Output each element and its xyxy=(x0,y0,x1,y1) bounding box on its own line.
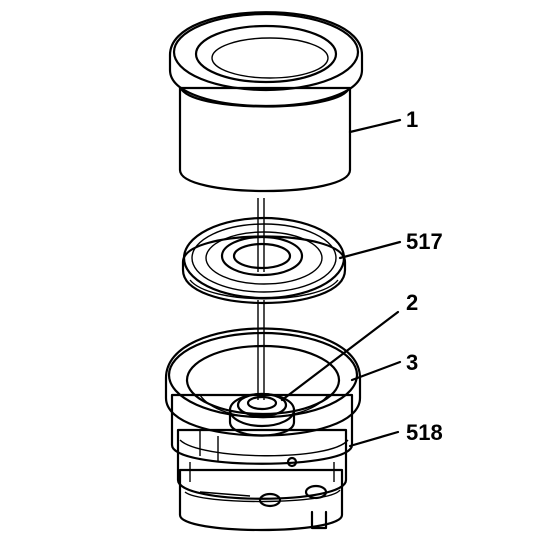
callout-cap-label: 1 xyxy=(406,107,418,132)
callout-seal-label: 517 xyxy=(406,229,443,254)
leader-lines xyxy=(280,118,402,448)
housing-part xyxy=(164,327,362,532)
seal-part xyxy=(181,216,347,305)
callout-spring-label: 2 xyxy=(406,290,418,315)
callout-ring-label: 3 xyxy=(406,350,418,375)
callout-housing-label: 518 xyxy=(406,420,443,445)
cap-part xyxy=(168,11,364,193)
alignment-line xyxy=(257,198,265,400)
